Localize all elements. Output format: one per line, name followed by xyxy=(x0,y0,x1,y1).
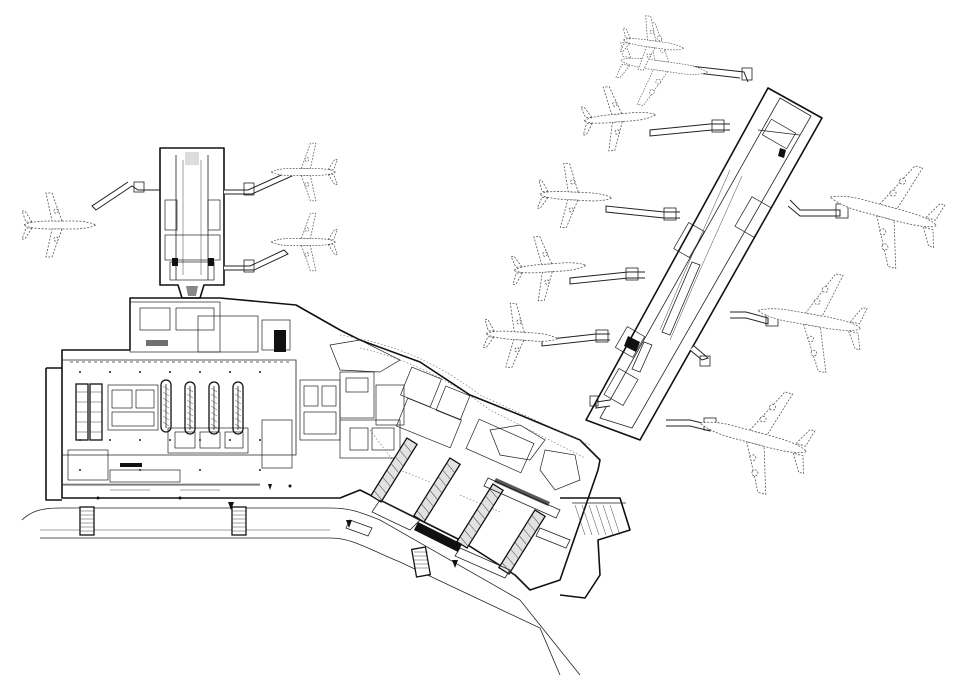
lower-terminal-details xyxy=(345,477,571,579)
escalator-bank-main-hall xyxy=(75,379,244,441)
curb-markers xyxy=(228,502,458,568)
east-pier xyxy=(585,87,823,441)
landside-roadway xyxy=(21,507,581,675)
aircraft-north-pier-east-lower xyxy=(270,212,338,272)
aircraft-north-pier-west xyxy=(21,192,97,258)
main-hall-rooms xyxy=(62,301,293,500)
curbside-stairs xyxy=(79,506,432,578)
aircraft-north-pier-east-upper xyxy=(270,142,338,202)
aircraft-east-pier-east-3 xyxy=(686,372,823,503)
aircraft-east-pier-west-4 xyxy=(509,233,589,303)
right-annex xyxy=(559,497,631,599)
boarding-bridges xyxy=(91,65,849,432)
aircraft-east-pier-west-3 xyxy=(535,161,615,231)
north-pier xyxy=(159,147,225,299)
aircraft-east-pier-west-5 xyxy=(481,301,561,371)
column-grid xyxy=(79,371,261,471)
